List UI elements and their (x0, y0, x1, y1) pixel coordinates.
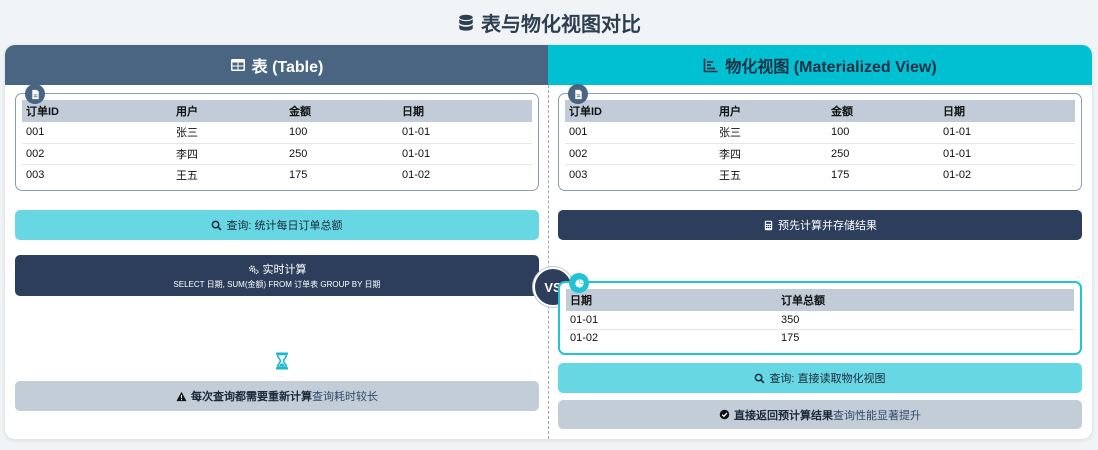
precompute-bar: 预先计算并存储结果 (558, 210, 1082, 240)
database-icon (459, 14, 473, 31)
right-source-table: 订单ID 用户 金额 日期 001 张三 100 01-01 002 李四 25… (565, 100, 1075, 185)
table-cell: 01-01 (939, 143, 1075, 165)
realtime-compute-title: 实时计算 (262, 264, 307, 276)
table-cell: 003 (26, 168, 45, 181)
table-cell: 01-01 (398, 143, 532, 165)
table-row: 001 张三 100 01-01 (565, 122, 1075, 144)
calculator-icon (764, 220, 773, 230)
table-icon (230, 59, 245, 71)
chart-icon (704, 58, 718, 73)
left-source-table: 订单ID 用户 金额 日期 001 张三 100 01-01 002 李四 25… (22, 100, 532, 185)
search-icon (212, 220, 222, 230)
column-header: 用户 (715, 100, 827, 122)
document-icon (568, 84, 588, 104)
table-cell: 王五 (176, 169, 198, 182)
table-cell: 250 (285, 143, 398, 165)
document-icon (25, 84, 45, 104)
check-circle-icon (719, 409, 730, 420)
left-source-table-box: 订单ID 用户 金额 日期 001 张三 100 01-01 002 李四 25… (15, 84, 539, 191)
table-cell: 100 (285, 122, 398, 144)
table-cell: 01-01 (939, 122, 1075, 144)
table-cell: 01-01 (398, 122, 532, 144)
right-query-bar: 查询: 直接读取物化视图 (558, 363, 1082, 393)
search-icon (755, 373, 765, 383)
table-row: 002 李四 250 01-01 (565, 143, 1075, 165)
table-header: 表 (Table) (5, 45, 548, 85)
realtime-compute-sql: SELECT 日期, SUM(金额) FROM 订单表 GROUP BY 日期 (173, 280, 381, 289)
column-header: 订单ID (22, 100, 172, 122)
left-query-label: 查询: 统计每日订单总额 (226, 220, 343, 232)
warning-icon (176, 391, 187, 401)
column-header: 订单ID (565, 100, 715, 122)
table-row: 01-02 175 (566, 329, 1074, 347)
table-header-label: 表 (Table) (251, 59, 324, 76)
materialized-view-header: 物化视图 (Materialized View) (548, 45, 1092, 85)
table-cell: 250 (827, 143, 939, 165)
table-cell: 175 (781, 332, 800, 345)
table-cell: 002 (565, 143, 715, 165)
center-divider (548, 85, 549, 439)
table-cell: 175 (831, 168, 850, 181)
table-row: 001 张三 100 01-01 (22, 122, 532, 144)
table-row: 003 王五 175 01-02 (565, 164, 1075, 185)
column-header: 金额 (827, 100, 939, 122)
materialized-view-header-label: 物化视图 (Materialized View) (725, 59, 937, 76)
table-row: 01-01 350 (566, 311, 1074, 330)
realtime-compute-bar: 实时计算 SELECT 日期, SUM(金额) FROM 订单表 GROUP B… (15, 255, 539, 296)
table-cell: 李四 (172, 143, 285, 165)
table-cell: 01-02 (570, 332, 599, 345)
column-header: 日期 (566, 289, 777, 311)
table-cell: 王五 (719, 169, 741, 182)
table-cell: 01-02 (402, 168, 431, 181)
page-title: 表与物化视图对比 (0, 8, 1098, 37)
table-cell: 002 (22, 143, 172, 165)
column-header: 金额 (285, 100, 398, 122)
table-cell: 01-02 (943, 168, 972, 181)
column-header: 日期 (398, 100, 532, 122)
table-cell: 100 (827, 122, 939, 144)
left-note-bold: 每次查询都需要重新计算 (191, 391, 312, 403)
left-note-normal: 查询耗时较长 (312, 391, 378, 403)
comparison-card: 表 (Table) 物化视图 (Materialized View) 订单ID … (5, 45, 1092, 439)
gears-icon (248, 265, 259, 274)
right-note-normal: 查询性能显著提升 (833, 409, 921, 422)
materialized-result-box: 日期 订单总额 01-01 350 01-02 175 (558, 273, 1082, 355)
table-cell: 001 (565, 122, 715, 144)
table-cell: 350 (777, 311, 1074, 330)
column-header: 订单总额 (777, 289, 1074, 311)
left-note-bar: 每次查询都需要重新计算查询耗时较长 (15, 381, 539, 411)
page-title-text: 表与物化视图对比 (481, 14, 641, 36)
left-query-bar: 查询: 统计每日订单总额 (15, 210, 539, 240)
column-header: 用户 (172, 100, 285, 122)
hourglass-icon (276, 352, 288, 370)
right-note-bold: 直接返回预计算结果 (734, 409, 833, 422)
table-row: 002 李四 250 01-01 (22, 143, 532, 165)
right-source-table-box: 订单ID 用户 金额 日期 001 张三 100 01-01 002 李四 25… (558, 84, 1082, 191)
precompute-label: 预先计算并存储结果 (778, 220, 877, 232)
materialized-result-table: 日期 订单总额 01-01 350 01-02 175 (566, 289, 1074, 347)
right-query-label: 查询: 直接读取物化视图 (769, 373, 886, 385)
column-header: 日期 (939, 100, 1075, 122)
table-cell: 李四 (715, 143, 827, 165)
pie-chart-icon (569, 273, 589, 293)
table-cell: 175 (289, 168, 308, 181)
table-row: 003 王五 175 01-02 (22, 164, 532, 185)
table-cell: 张三 (715, 122, 827, 144)
table-cell: 003 (569, 168, 588, 181)
table-cell: 张三 (172, 122, 285, 144)
table-cell: 001 (22, 122, 172, 144)
table-cell: 01-01 (566, 311, 777, 330)
right-note-bar: 直接返回预计算结果查询性能显著提升 (558, 400, 1082, 429)
